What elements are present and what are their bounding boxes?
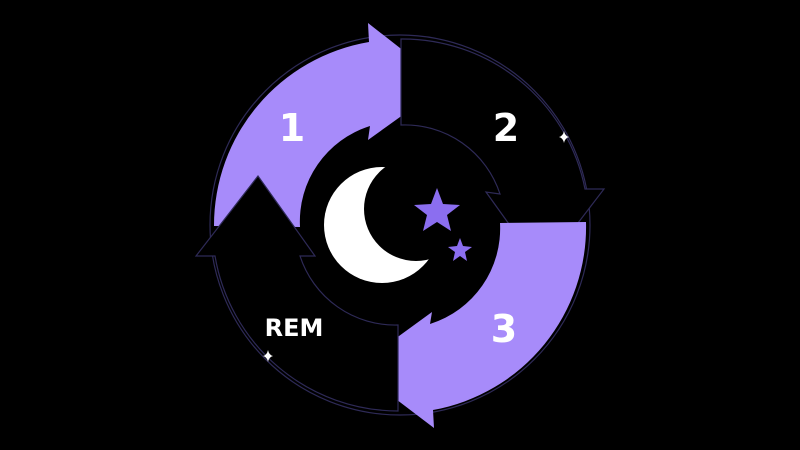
- stage-1-label: 1: [279, 106, 305, 150]
- arrow-stage-1: [213, 23, 446, 227]
- arrow-stage-3: [355, 222, 587, 428]
- sparkle-icon: [559, 131, 569, 143]
- stage-3-label: 3: [491, 307, 517, 351]
- arrow-stage-2: [400, 38, 606, 272]
- arrow-stage-rem: [194, 174, 399, 412]
- sparkle-icon: [263, 350, 273, 362]
- star-icon: [414, 188, 460, 231]
- rem-label: REM: [265, 314, 324, 342]
- stage-2-label: 2: [493, 106, 519, 150]
- star-icon: [448, 238, 472, 261]
- moon-icon: [324, 157, 468, 283]
- outer-orbit-ring: [209, 34, 591, 416]
